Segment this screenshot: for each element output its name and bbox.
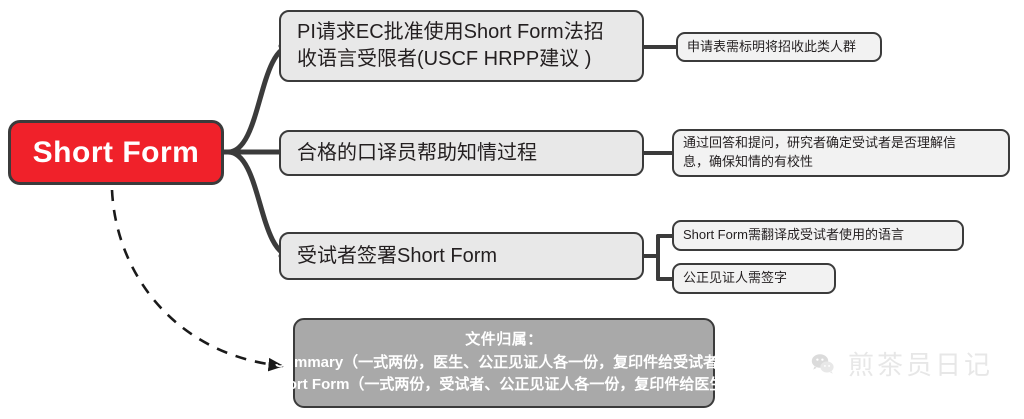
summary-line-1: Summary（一式两份，医生、公正见证人各一份，复印件给受试者）: [274, 353, 734, 371]
branch-node-1[interactable]: PI请求EC批准使用Short Form法招 收语言受限者(USCF HRPP建…: [279, 10, 644, 82]
branch-node-1-label: PI请求EC批准使用Short Form法招 收语言受限者(USCF HRPP建…: [297, 21, 604, 70]
summary-box[interactable]: 文件归属： Summary（一式两份，医生、公正见证人各一份，复印件给受试者） …: [269, 318, 739, 408]
note-node-2[interactable]: 通过回答和提问，研究者确定受试者是否理解信 息，确保知情的有校性: [672, 129, 1010, 177]
note-node-2-label: 通过回答和提问，研究者确定受试者是否理解信 息，确保知情的有校性: [683, 135, 957, 169]
note-node-3[interactable]: Short Form需翻译成受试者使用的语言: [672, 220, 964, 251]
branch-node-3-label: 受试者签署Short Form: [297, 244, 498, 267]
branch-node-3[interactable]: 受试者签署Short Form: [279, 232, 644, 280]
note-node-3-label: Short Form需翻译成受试者使用的语言: [683, 227, 905, 243]
dashed-arrow-root-to-summary: [110, 189, 285, 372]
summary-line-2: Short Form（一式两份，受试者、公正见证人各一份，复印件给医生）: [268, 376, 740, 394]
note-node-1-label: 申请表需标明将招收此类人群: [687, 38, 857, 54]
watermark: 煎茶员日记: [806, 345, 993, 382]
root-node-short-form[interactable]: Short Form: [8, 120, 224, 185]
root-node-label: Short Form: [32, 135, 200, 169]
note-node-1[interactable]: 申请表需标明将招收此类人群: [676, 32, 882, 62]
wechat-icon: [806, 346, 840, 381]
note-node-4-label: 公正见证人需签字: [683, 270, 788, 286]
summary-title: 文件归属：: [465, 331, 543, 349]
note-node-4[interactable]: 公正见证人需签字: [672, 263, 836, 294]
branch-node-2[interactable]: 合格的口译员帮助知情过程: [279, 130, 644, 176]
watermark-text: 煎茶员日记: [848, 351, 994, 381]
branch-node-2-label: 合格的口译员帮助知情过程: [297, 141, 537, 164]
